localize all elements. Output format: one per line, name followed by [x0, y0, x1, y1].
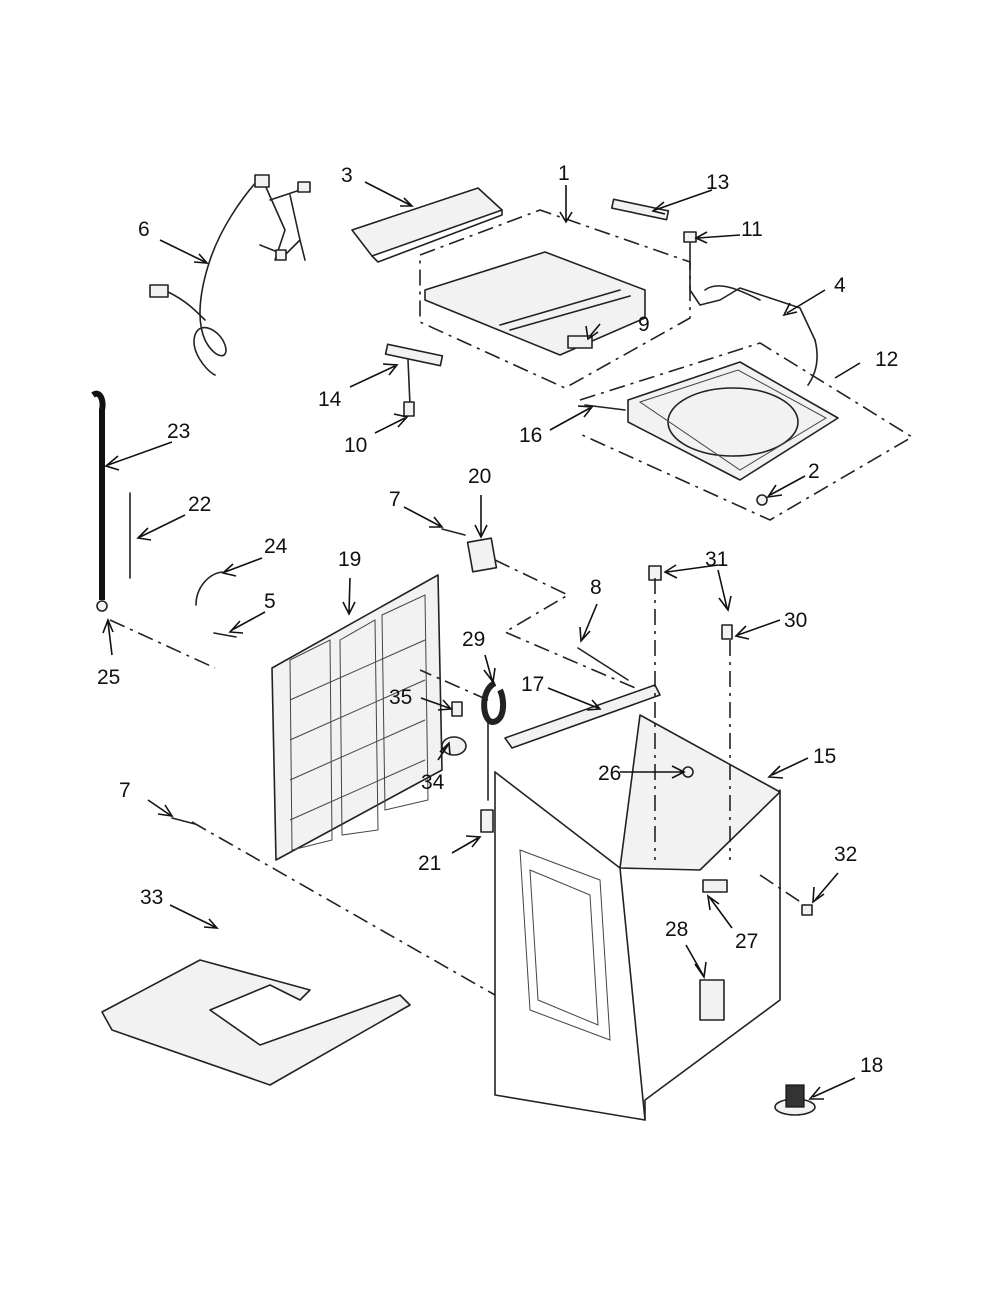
callout-18: 18	[860, 1054, 883, 1077]
callout-26: 26	[598, 762, 621, 785]
callout-29: 29	[462, 628, 485, 651]
callout-16: 16	[519, 424, 542, 447]
leader-lines	[102, 181, 861, 1100]
callout-3: 3	[341, 164, 353, 187]
part-30	[721, 624, 733, 640]
callout-7a: 7	[389, 488, 401, 511]
callout-15: 15	[813, 745, 836, 768]
part-28	[699, 979, 725, 1021]
callout-23: 23	[167, 420, 190, 443]
callout-11: 11	[741, 218, 763, 241]
part-27	[702, 879, 728, 893]
callout-27: 27	[735, 930, 758, 953]
callout-22: 22	[188, 493, 211, 516]
part-13-bracket	[610, 198, 670, 221]
part-lid-panel	[351, 187, 503, 263]
callout-8: 8	[590, 576, 602, 599]
callout-24: 24	[264, 535, 288, 558]
callout-20: 20	[468, 465, 491, 488]
part-support-17	[504, 684, 661, 749]
callout-17: 17	[521, 673, 544, 696]
callout-28: 28	[665, 918, 688, 941]
part-35	[451, 701, 463, 717]
part-bracket-20	[466, 537, 498, 573]
callout-19: 19	[338, 548, 361, 571]
callout-30: 30	[784, 609, 807, 632]
part-screw-7-bottom	[171, 817, 196, 825]
dash-lines	[109, 559, 806, 996]
part-cabinet	[494, 578, 781, 1121]
callout-34: 34	[421, 771, 445, 794]
part-screw-2	[756, 494, 768, 506]
callout-6: 6	[138, 218, 150, 241]
part-wire-harness	[149, 174, 311, 376]
callout-4: 4	[834, 274, 846, 297]
callout-33: 33	[140, 886, 163, 909]
part-top-assembly	[419, 209, 691, 389]
part-screw-5	[213, 632, 237, 638]
callout-1: 1	[558, 162, 570, 185]
callout-21: 21	[418, 852, 441, 875]
callout-9: 9	[638, 313, 650, 336]
callout-31: 31	[705, 548, 728, 571]
callout-35: 35	[389, 686, 412, 709]
callout-13: 13	[706, 171, 729, 194]
callout-12: 12	[875, 348, 898, 371]
part-screw-7-top	[441, 528, 466, 536]
callout-2: 2	[808, 460, 820, 483]
part-back-panel	[271, 574, 443, 861]
part-elbow-24	[195, 571, 223, 606]
part-14-bracket	[384, 343, 444, 417]
part-21	[480, 809, 494, 833]
part-lid-switch	[683, 231, 818, 386]
part-tub-ring	[579, 342, 914, 521]
part-screw-16	[584, 404, 626, 411]
part-hose-29	[481, 680, 507, 726]
callout-5: 5	[264, 590, 276, 613]
part-31	[648, 565, 662, 581]
part-34	[441, 736, 467, 756]
callout-7b: 7	[119, 779, 131, 802]
callout-10: 10	[344, 434, 367, 457]
part-rod-8	[577, 647, 629, 681]
part-hose-23	[91, 390, 106, 600]
part-pad-33	[101, 959, 411, 1086]
part-32	[801, 904, 813, 916]
part-leg-18	[774, 1084, 816, 1116]
callout-labels: 1 2 3 4 5 6 7 7 8 9 10 11 12 13 14 15 16…	[97, 162, 898, 1077]
callout-25: 25	[97, 666, 120, 689]
callout-32: 32	[834, 843, 857, 866]
callout-14: 14	[318, 388, 342, 411]
